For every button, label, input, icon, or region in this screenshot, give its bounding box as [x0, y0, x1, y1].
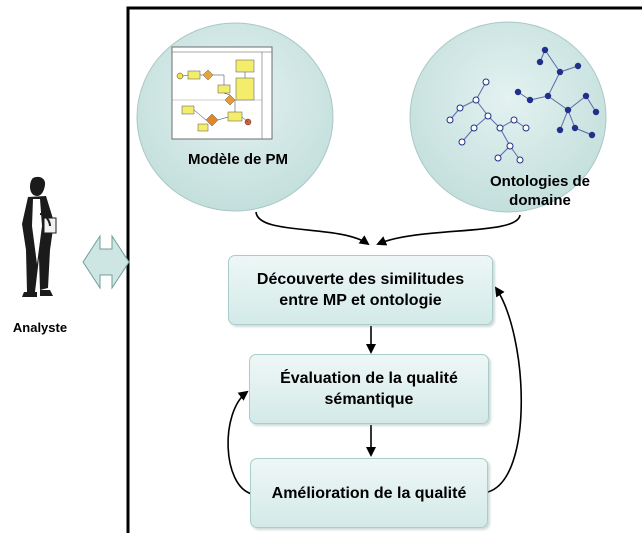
system-frame	[126, 6, 642, 533]
step-discovery-label: Découverte des similitudes entre MP et o…	[256, 271, 465, 309]
step-evaluation-label: Évaluation de la qualité sémantique	[280, 370, 458, 408]
ontology-graph-nodes	[514, 46, 600, 139]
step-evaluation-box: Évaluation de la qualité sémantique	[249, 354, 489, 424]
step-improvement-label: Amélioration de la qualité	[271, 484, 467, 502]
step-improvement-box: Amélioration de la qualité	[250, 458, 488, 528]
analyst-system-double-arrow	[82, 234, 130, 290]
analyst-person-icon	[10, 173, 66, 311]
ontology-graph-nodes-open	[446, 78, 530, 164]
ontologies-circle	[409, 21, 607, 213]
process-model-label: Modèle de PM	[187, 151, 288, 168]
arrow-model-to-discovery	[255, 211, 370, 246]
process-model-thumbnail	[171, 46, 273, 140]
ontologies-label: Ontologies de domaine	[489, 173, 590, 209]
loop-improvement-to-discovery	[487, 286, 523, 493]
loop-improvement-to-evaluation	[227, 390, 253, 495]
step-discovery-box: Découverte des similitudes entre MP et o…	[228, 255, 493, 325]
analyst-label: Analyste	[12, 320, 68, 335]
arrow-ontology-to-discovery	[376, 214, 521, 246]
